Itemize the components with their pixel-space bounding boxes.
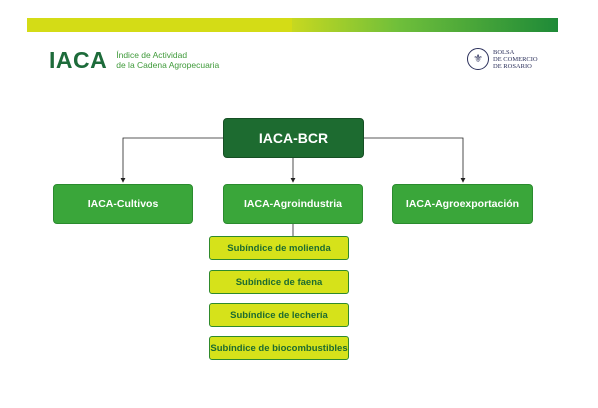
top-band-yellow (27, 18, 292, 32)
child-node-cultivos: IACA-Cultivos (53, 184, 193, 224)
top-color-band (27, 18, 558, 32)
subindex-biocombustibles: Subíndice de biocombustibles (209, 336, 349, 360)
bcr-logo-text: BOLSA DE COMERCIO DE ROSARIO (493, 49, 538, 70)
bcr-line-1: BOLSA (493, 48, 515, 56)
bcr-logo: ⚜ BOLSA DE COMERCIO DE ROSARIO (467, 48, 538, 70)
iaca-logo-line-2: de la Cadena Agropecuaria (116, 60, 220, 70)
subindex-lecheria: Subíndice de lechería (209, 303, 349, 327)
connector-to-cultivos (120, 137, 223, 183)
child-node-agroindustria: IACA-Agroindustria (223, 184, 363, 224)
iaca-logo-line-1: Índice de Actividad (116, 50, 188, 60)
iaca-logo-mark: IACA (49, 46, 108, 73)
iaca-logo: IACA Índice de Actividad de la Cadena Ag… (49, 47, 219, 73)
child-node-agroexportacion: IACA-Agroexportación (392, 184, 533, 224)
subindex-faena: Subíndice de faena (209, 270, 349, 294)
subindex-molienda: Subíndice de molienda (209, 236, 349, 260)
bolsa-comercio-rosario-seal-icon: ⚜ (467, 48, 489, 70)
root-node-iaca-bcr: IACA-BCR (223, 118, 364, 158)
top-band-green (292, 18, 558, 32)
bcr-line-3: DE ROSARIO (493, 62, 532, 70)
bcr-line-2: DE COMERCIO (493, 55, 538, 63)
connector-to-agroexportacion (364, 137, 466, 183)
iaca-logo-subtitle: Índice de Actividad de la Cadena Agropec… (116, 50, 219, 70)
